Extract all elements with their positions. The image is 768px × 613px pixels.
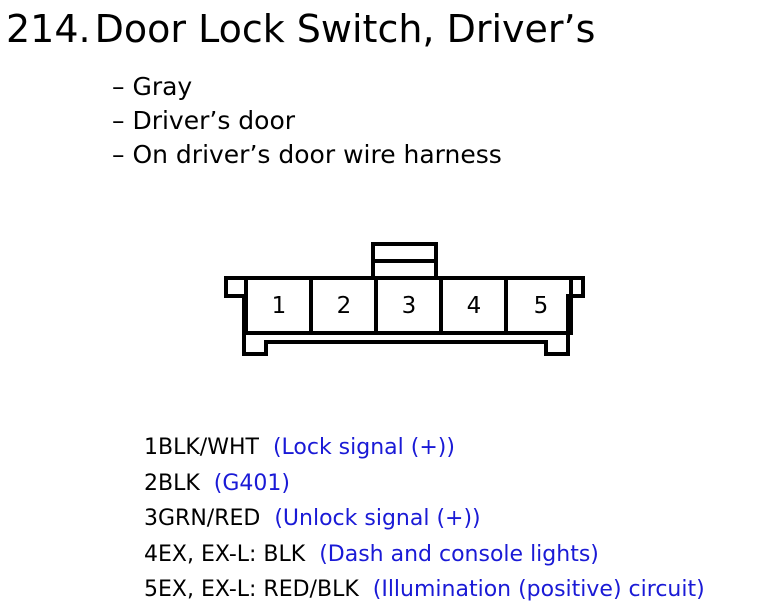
- wire-pin-number: 5: [144, 577, 158, 602]
- wire-description: (Lock signal (+)): [272, 435, 455, 460]
- connector-lock-tab: [371, 242, 438, 280]
- component-title: Door Lock Switch, Driver’s: [94, 7, 596, 51]
- wire-color-code: BLK/WHT: [158, 435, 259, 460]
- wire-list: 1BLK/WHT (Lock signal (+)) 2BLK (G401) 3GR…: [144, 430, 705, 608]
- component-number: 214.: [6, 7, 91, 51]
- pin-label-5: 5: [534, 293, 549, 319]
- wire-pin-number: 2: [144, 470, 158, 496]
- info-color: – Gray: [112, 72, 193, 101]
- wire-description: (G401): [213, 470, 290, 496]
- wire-row-2: 2BLK (G401): [144, 466, 705, 502]
- wire-color-code: EX, EX-L: RED/BLK: [158, 577, 359, 602]
- wire-description: (Unlock signal (+)): [274, 506, 481, 531]
- connector-cavities: [244, 276, 573, 335]
- wire-color-code: GRN/RED: [158, 506, 261, 531]
- wire-row-3: 3GRN/RED (Unlock signal (+)): [144, 501, 705, 537]
- info-harness: – On driver’s door wire harness: [112, 140, 502, 169]
- page-title: 214.Door Lock Switch, Driver’s: [6, 6, 595, 52]
- info-location: – Driver’s door: [112, 106, 296, 135]
- wire-row-4: 4EX, EX-L: BLK (Dash and console lights): [144, 537, 705, 573]
- wire-color-code: EX, EX-L: BLK: [158, 541, 306, 567]
- pin-label-3: 3: [402, 293, 417, 319]
- wire-pin-number: 4: [144, 541, 158, 567]
- wire-pin-number: 3: [144, 506, 158, 531]
- pin-cavity-5: [504, 276, 573, 335]
- pin-label-2: 2: [337, 293, 352, 319]
- wire-description: (Dash and console lights): [319, 541, 599, 567]
- wire-row-1: 1BLK/WHT (Lock signal (+)): [144, 430, 705, 466]
- pin-label-1: 1: [272, 293, 287, 319]
- pin-label-4: 4: [467, 293, 482, 319]
- wire-row-5: 5EX, EX-L: RED/BLK (Illumination (positiv…: [144, 572, 705, 608]
- wire-description: (Illumination (positive) circuit): [372, 577, 705, 602]
- wire-color-code: BLK: [158, 470, 200, 496]
- component-info-list: – Gray – Driver’s door – On driver’s doo…: [112, 70, 502, 172]
- wire-pin-number: 1: [144, 435, 158, 460]
